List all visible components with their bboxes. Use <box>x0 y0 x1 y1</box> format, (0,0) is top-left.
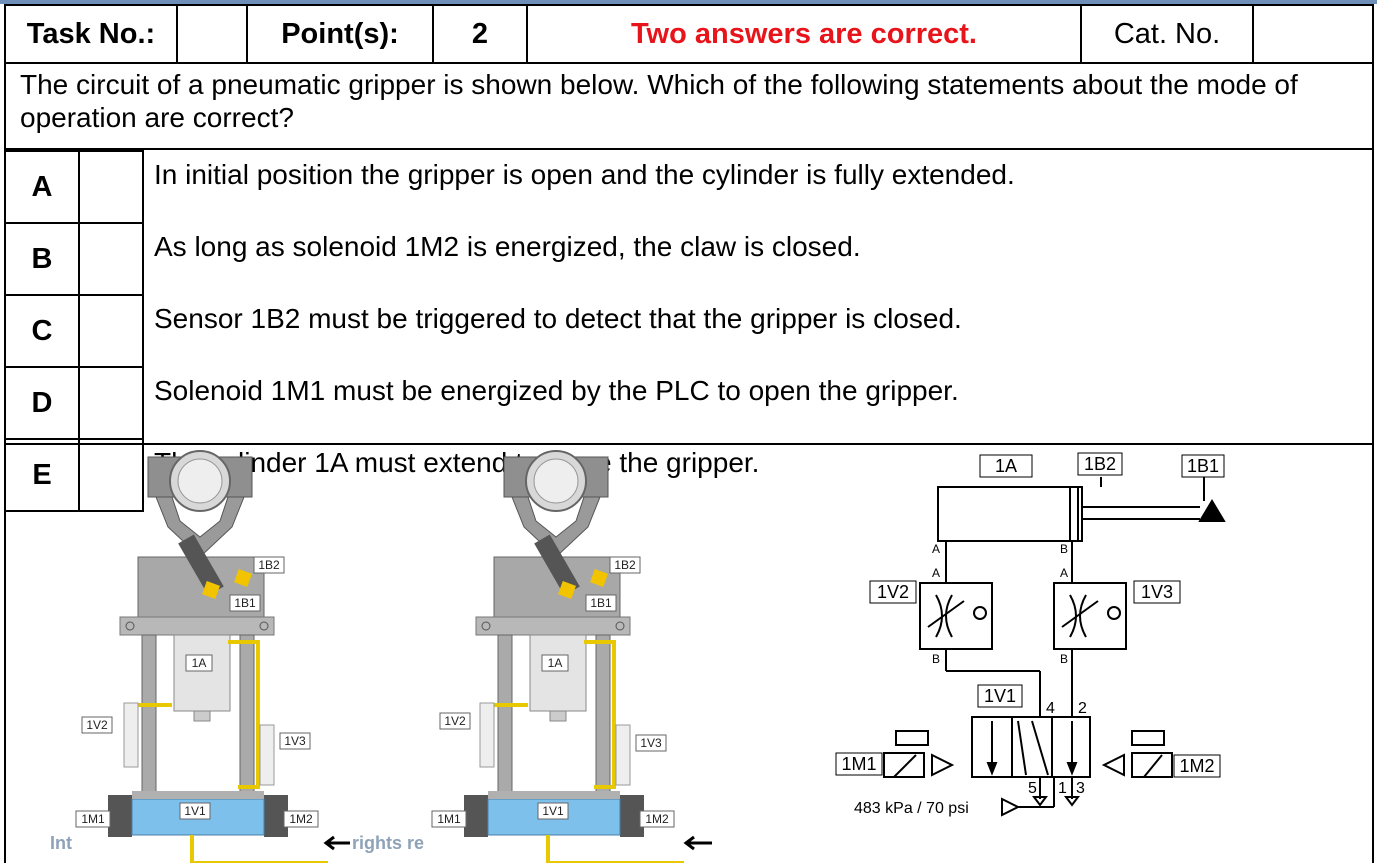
schematic-label-1m2: 1M2 <box>1179 756 1214 776</box>
port-label-1: 1 <box>1058 780 1067 797</box>
supply-pressure-label: 483 kPa / 70 psi <box>854 800 969 817</box>
footer-left-text: Int <box>50 833 72 853</box>
answer-letter: B <box>4 222 80 296</box>
figure-svg: 1B2 1B1 1A 1V2 1V3 1V1 1M1 1M2 1B2 1B1 1… <box>50 449 1226 865</box>
answer-count-note: Two answers are correct. <box>526 4 1082 64</box>
answer-checkbox-d[interactable] <box>78 366 144 440</box>
pneumatic-schematic <box>883 477 1226 817</box>
label-1v2: 1V2 <box>444 714 466 728</box>
answer-text: The cylinder 1A must extend to close the… <box>143 439 1374 511</box>
answer-text: Solenoid 1M1 must be energized by the PL… <box>143 367 1374 439</box>
port-label-a: A <box>932 566 940 580</box>
label-1b2: 1B2 <box>614 558 636 572</box>
schematic-label-1v2: 1V2 <box>877 582 909 602</box>
answer-checkbox-e[interactable] <box>78 438 144 512</box>
answer-table: A In initial position the gripper is ope… <box>4 150 1374 512</box>
answer-letter: C <box>4 294 80 368</box>
schematic-label-1b2: 1B2 <box>1084 454 1116 474</box>
port-label-b: B <box>932 652 940 666</box>
answer-row: A In initial position the gripper is ope… <box>4 150 1374 224</box>
port-label-a: A <box>1060 566 1068 580</box>
label-1v1: 1V1 <box>542 804 564 818</box>
label-1b1: 1B1 <box>590 596 612 610</box>
schematic-label-1v3: 1V3 <box>1141 582 1173 602</box>
label-1v1: 1V1 <box>184 804 206 818</box>
label-1v3: 1V3 <box>640 736 662 750</box>
port-label-4: 4 <box>1046 700 1055 717</box>
port-label-2: 2 <box>1078 700 1087 717</box>
label-1m2: 1M2 <box>645 812 669 826</box>
task-header-table: Task No.: Point(s): 2 Two answers are co… <box>4 4 1374 64</box>
answer-row: B As long as solenoid 1M2 is energized, … <box>4 222 1374 296</box>
answer-letter: A <box>4 150 80 224</box>
arrow-left-icon <box>683 835 712 851</box>
answer-text: Sensor 1B2 must be triggered to detect t… <box>143 295 1374 367</box>
schematic-label-1m1: 1M1 <box>841 754 876 774</box>
port-label-5: 5 <box>1028 780 1037 797</box>
port-label-a: A <box>932 542 940 556</box>
points-value: 2 <box>432 4 528 64</box>
page-frame <box>4 4 1374 863</box>
port-label-3: 3 <box>1076 780 1085 797</box>
answer-checkbox-a[interactable] <box>78 150 144 224</box>
label-1b1: 1B1 <box>234 596 256 610</box>
label-1a: 1A <box>192 656 207 670</box>
answer-letter: D <box>4 366 80 440</box>
task-number-cell[interactable] <box>176 4 248 64</box>
label-1b2: 1B2 <box>258 558 280 572</box>
answer-checkbox-b[interactable] <box>78 222 144 296</box>
footer-right-text: rights re <box>352 833 424 853</box>
answer-row: D Solenoid 1M1 must be energized by the … <box>4 366 1374 440</box>
label-1m1: 1M1 <box>437 812 461 826</box>
answer-row: E The cylinder 1A must extend to close t… <box>4 438 1374 512</box>
label-1v3: 1V3 <box>284 734 306 748</box>
schematic-label-1b1: 1B1 <box>1187 456 1219 476</box>
label-1a: 1A <box>548 656 563 670</box>
answer-checkbox-c[interactable] <box>78 294 144 368</box>
label-1m1: 1M1 <box>81 812 105 826</box>
label-1v2: 1V2 <box>86 718 108 732</box>
cat-label: Cat. No. <box>1080 4 1254 64</box>
port-label-b: B <box>1060 652 1068 666</box>
answer-text: As long as solenoid 1M2 is energized, th… <box>143 223 1374 295</box>
cat-number-cell[interactable] <box>1252 4 1374 64</box>
label-1m2: 1M2 <box>289 812 313 826</box>
answer-letter: E <box>4 438 80 512</box>
schematic-label-1v1: 1V1 <box>984 686 1016 706</box>
task-label: Task No.: <box>4 4 178 64</box>
schematic-label-1a: 1A <box>995 456 1017 476</box>
answer-text: In initial position the gripper is open … <box>143 151 1374 223</box>
port-label-b: B <box>1060 542 1068 556</box>
question-text: The circuit of a pneumatic gripper is sh… <box>4 62 1374 150</box>
window-top-bar <box>0 0 1377 4</box>
answer-row: C Sensor 1B2 must be triggered to detect… <box>4 294 1374 368</box>
arrow-left-icon <box>323 835 350 851</box>
figure-panel: 1B2 1B1 1A 1V2 1V3 1V1 1M1 1M2 1B2 1B1 1… <box>4 443 1374 865</box>
points-label: Point(s): <box>246 4 434 64</box>
